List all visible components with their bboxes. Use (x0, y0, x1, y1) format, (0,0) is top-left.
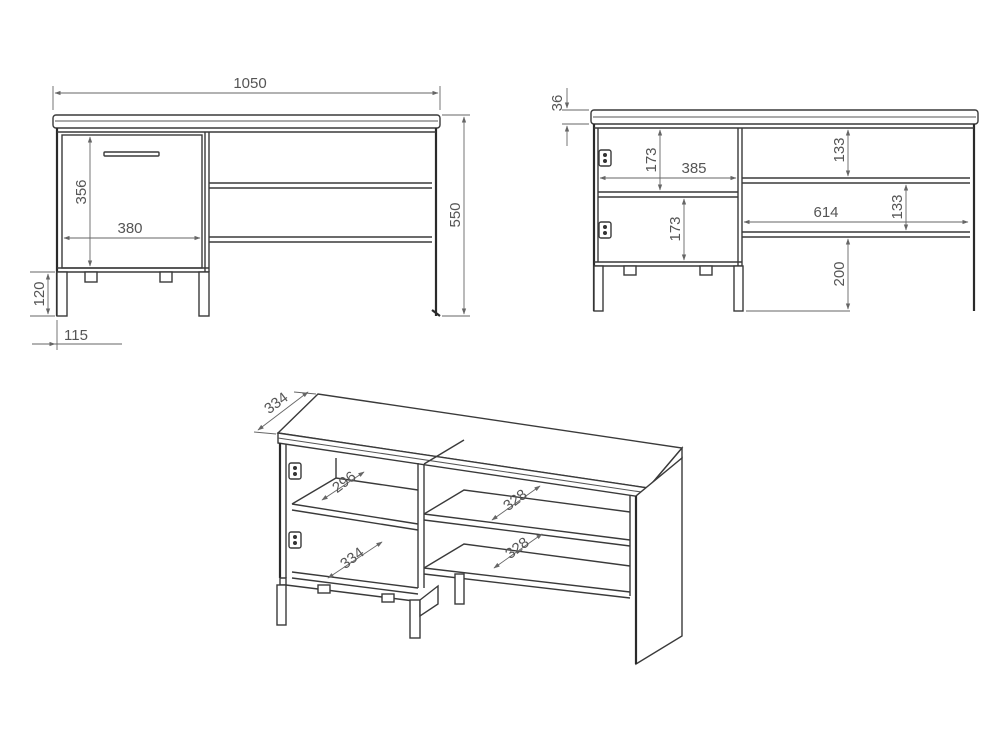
drawer-handle (103, 151, 160, 157)
iso-leg-front-right (409, 599, 421, 639)
hinge-icon (288, 531, 302, 549)
dim-drawer-width: 380 (117, 220, 142, 237)
open-leg-right (733, 265, 744, 312)
dim-base-height: 200 (831, 261, 848, 286)
dim-right-shelf-top-depth: 328 (500, 486, 530, 515)
dim-right-width: 614 (813, 204, 838, 221)
iso-leg-front-left (276, 584, 287, 626)
iso-view: 334 296 334 328 328 (253, 389, 684, 666)
front-view: 1050 550 120 115 356 380 (30, 75, 470, 350)
open-leg-left (593, 265, 604, 312)
dim-right-shelf-bottom-depth: 328 (502, 534, 532, 563)
dim-right-top: 133 (831, 137, 848, 162)
dim-seat-thickness: 36 (549, 95, 566, 112)
iso-seat-top (276, 393, 684, 489)
front-foot-right (159, 271, 173, 283)
hinge-icon (288, 462, 302, 480)
front-leg-left (56, 271, 68, 317)
front-leg-right (198, 271, 210, 317)
hinge-icon (598, 149, 612, 167)
front-foot-left (84, 271, 98, 283)
dim-drawer-height: 356 (73, 179, 90, 204)
dim-left-bottom: 173 (667, 216, 684, 241)
dim-leg-offset: 115 (64, 327, 88, 344)
hinge-icon (598, 221, 612, 239)
dim-width: 1050 (233, 75, 266, 92)
dim-right-bottom: 133 (889, 194, 906, 219)
open-view: 36 173 173 385 133 133 614 200 (549, 88, 979, 312)
dim-depth: 334 (261, 389, 291, 418)
dim-left-top: 173 (643, 147, 660, 172)
dim-leg-height: 120 (31, 281, 48, 306)
dim-height: 550 (447, 202, 464, 227)
iso-leg-back (454, 573, 465, 605)
dim-left-width: 385 (681, 160, 706, 177)
